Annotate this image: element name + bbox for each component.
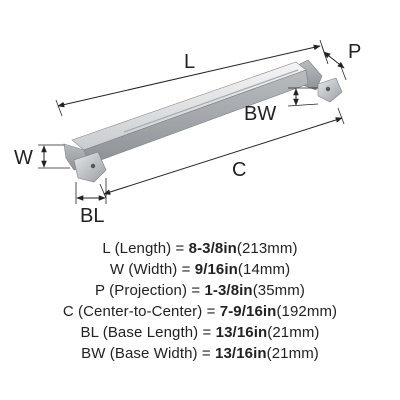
spec-abbr: L (102, 240, 111, 257)
spec-value: 9/16in (194, 261, 238, 278)
center-to-center-label: C (232, 159, 246, 181)
spec-abbr: BL (80, 324, 99, 341)
spec-metric: (35mm) (252, 282, 305, 299)
base-length-dimension: BL (75, 178, 107, 227)
spec-metric: (213mm) (236, 240, 298, 257)
spec-abbr: P (95, 282, 105, 299)
spec-name: (Base Length) = (98, 324, 216, 341)
spec-name: (Length) = (110, 240, 189, 257)
spec-name: (Base Width) = (105, 345, 216, 362)
spec-value: 8-3/8in (188, 240, 237, 257)
handle-dimension-diagram: L P BW W C BL (14, 39, 361, 227)
length-label: L (184, 51, 195, 73)
spec-value: 13/16in (215, 345, 267, 362)
spec-name: (Width) = (124, 261, 195, 278)
specification-list: L (Length) = 8-3/8in(213mm)W (Width) = 9… (0, 238, 400, 364)
width-label: W (14, 147, 33, 169)
spec-line: C (Center-to-Center) = 7-9/16in(192mm) (0, 301, 400, 322)
width-dimension: W (14, 144, 70, 169)
spec-line: W (Width) = 9/16in(14mm) (0, 259, 400, 280)
spec-abbr: W (109, 261, 125, 278)
spec-metric: (21mm) (267, 324, 320, 341)
spec-metric: (14mm) (237, 261, 291, 278)
spec-line: BW (Base Width) = 13/16in(21mm) (0, 343, 400, 364)
spec-abbr: C (62, 303, 74, 320)
spec-value: 1-3/8in (204, 282, 253, 299)
cabinet-pull-handle (63, 59, 343, 183)
spec-abbr: BW (81, 345, 106, 362)
projection-label: P (348, 41, 361, 63)
spec-line: P (Projection) = 1-3/8in(35mm) (0, 280, 400, 301)
spec-value: 13/16in (215, 324, 268, 341)
spec-line: L (Length) = 8-3/8in(213mm) (0, 238, 400, 259)
spec-name: (Projection) = (104, 282, 205, 299)
spec-name: (Center-to-Center) = (73, 303, 220, 320)
spec-metric: (21mm) (266, 345, 319, 362)
base-length-label: BL (80, 205, 104, 227)
spec-metric: (192mm) (276, 303, 338, 320)
projection-dimension: P (321, 41, 361, 81)
base-width-label: BW (244, 103, 276, 125)
spec-value: 7-9/16in (219, 303, 277, 320)
spec-line: BL (Base Length) = 13/16in(21mm) (0, 322, 400, 343)
